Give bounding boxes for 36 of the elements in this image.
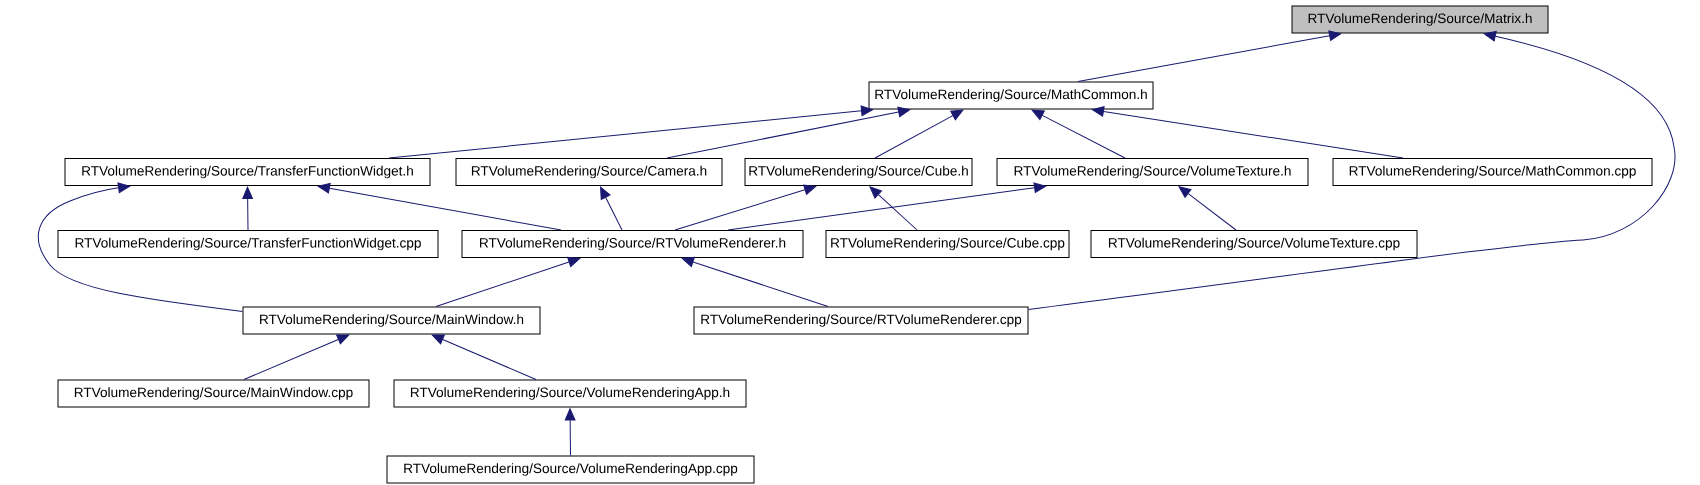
arrow	[1077, 30, 1342, 82]
arrow	[317, 182, 562, 231]
file-box: RTVolumeRendering/Source/Camera.h	[455, 158, 723, 186]
file-box: RTVolumeRendering/Source/TransferFunctionWidget.h	[64, 158, 431, 186]
file-box: RTVolumeRendering/Source/VolumeTexture.cpp	[1090, 230, 1418, 258]
arrow	[242, 186, 253, 231]
arrow	[869, 186, 918, 231]
file-box: RTVolumeRendering/Source/VolumeRenderingApp.h	[393, 379, 747, 408]
arrow	[564, 408, 576, 456]
file-box: RTVolumeRendering/Source/Cube.cpp	[825, 230, 1070, 258]
arrow	[431, 334, 537, 380]
file-box: RTVolumeRendering/Source/MathCommon.cpp	[1332, 158, 1653, 186]
file-box: RTVolumeRendering/Source/MathCommon.h	[868, 81, 1154, 110]
arrow	[727, 182, 1047, 231]
file-box: RTVolumeRendering/Source/MainWindow.h	[242, 306, 541, 335]
file-box: RTVolumeRendering/Source/RTVolumeRenderer.h	[461, 230, 804, 258]
file-box: RTVolumeRendering/Source/RTVolumeRenderer.cpp	[693, 306, 1029, 335]
file-box: RTVolumeRendering/Source/Matrix.h	[1291, 5, 1549, 34]
arrow	[600, 186, 623, 231]
arrow	[1178, 186, 1237, 231]
arrow	[1091, 106, 1404, 159]
arrow	[243, 334, 350, 380]
file-box: RTVolumeRendering/Source/Cube.h	[744, 158, 973, 186]
file-box: RTVolumeRendering/Source/VolumeRenderingApp.cpp	[386, 455, 755, 484]
file-box: RTVolumeRendering/Source/VolumeTexture.h	[996, 158, 1309, 186]
arrow	[1031, 109, 1126, 159]
arrow	[1028, 31, 1676, 310]
arrow	[674, 184, 817, 231]
file-box: RTVolumeRendering/Source/MainWindow.cpp	[57, 379, 370, 408]
arrow	[388, 105, 874, 159]
arrow	[874, 109, 964, 159]
file-box: RTVolumeRendering/Source/TransferFunctionWidget.cpp	[57, 230, 439, 258]
arrow	[666, 106, 911, 159]
arrow	[37, 182, 243, 312]
arrow	[435, 256, 581, 307]
arrow	[681, 256, 829, 307]
